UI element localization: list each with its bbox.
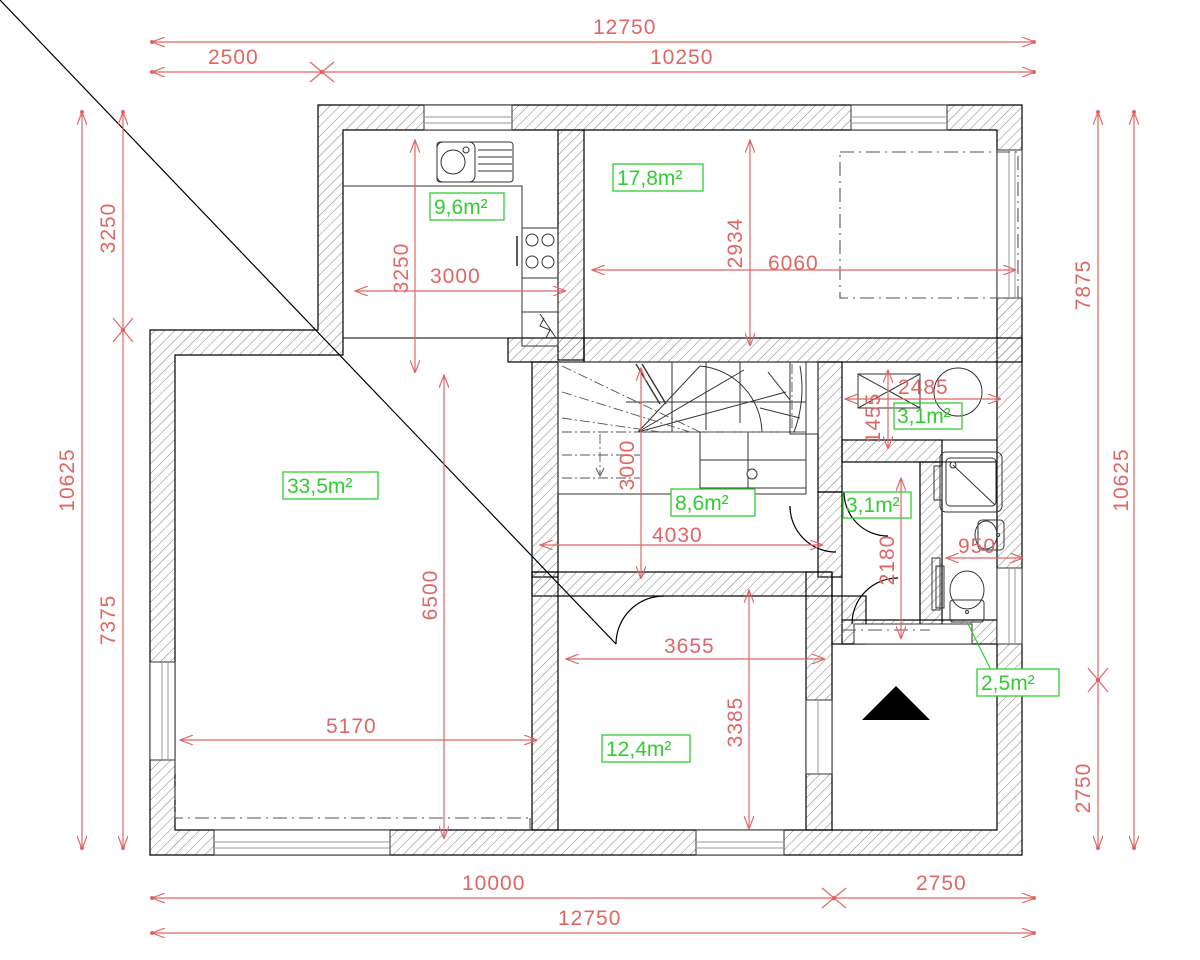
dim-living-height: 2934 [724,218,747,269]
dim-left-3250: 3250 [97,203,120,254]
dimension-lines [80,40,1136,935]
dim-left-7375: 7375 [97,595,120,646]
dim-kitchen-width: 3000 [430,265,481,288]
doors [0,0,899,645]
area-label-bedroom: 12,4m² [601,734,691,763]
area-label-kitchen: 9,6m² [429,192,505,221]
wc-outline [941,461,998,621]
wash-basin-icon [974,519,1005,551]
area-labels: 9,6m² 17,8m² 33,5m² 8,6m² 12,4m² 3,1m² 3… [282,163,1060,763]
radiator-icon [931,557,945,611]
svg-text:8,6m²: 8,6m² [675,492,729,515]
entrance-door-threshold [853,623,973,645]
dim-bottom-10000: 10000 [462,872,525,895]
dim-utility-width: 2485 [898,376,949,399]
shower-tray-icon [939,451,1003,513]
svg-text:33,5m²: 33,5m² [287,475,352,498]
dim-living-width: 6060 [768,252,819,275]
kitchen-stove-icon [516,227,559,279]
walls [149,104,1023,856]
dim-right-outer: 10625 [1110,448,1133,511]
dim-utility-height: 1455 [862,393,885,444]
window-living-top [850,104,948,131]
kitchen-sink-icon [436,141,514,183]
wall-bath-divider [919,461,943,643]
bedroom-outline [557,595,807,831]
windows [149,104,1023,856]
dimension-labels: 12750 2500 10250 10000 2750 12750 10625 … [56,16,1133,930]
dim-left-outer: 10625 [56,448,79,511]
dim-hall-width: 4030 [652,524,703,547]
room-outlines [342,129,998,831]
svg-text:3,1m²: 3,1m² [897,405,951,428]
dim-great-room-width: 5170 [326,715,377,738]
svg-text:12,4m²: 12,4m² [606,738,671,761]
dim-bottom-outer: 12750 [558,907,621,930]
wall-utility-bath [841,439,943,463]
toilet-icon [949,570,985,623]
dim-kitchen-height: 3250 [390,243,413,294]
wall-kitchen-living [557,129,585,361]
wall-living-bottom [583,337,1023,363]
wall-kitchen-bottom [507,337,585,363]
dim-bedroom-width: 3655 [664,635,715,658]
area-label-utility: 3,1m² [893,402,963,430]
door-utility [843,491,889,537]
wall-bedroom-top [531,571,833,597]
great-room-zone [174,760,530,819]
staircase-icon [557,361,819,495]
dim-top-outer: 12750 [593,16,656,39]
svg-text:17,8m²: 17,8m² [617,167,682,190]
dim-top-10250: 10250 [650,46,713,69]
window-bedroom-bottom [695,829,785,856]
window-great-room-bottom [213,829,391,856]
area-label-hall: 8,6m² [670,488,756,517]
door-bedroom [0,0,665,645]
dim-bedroom-height: 3385 [724,697,747,748]
dim-right-7875: 7875 [1072,260,1095,311]
dashed-zones [174,151,1019,830]
dim-great-room-height: 6500 [419,570,442,621]
window-bedroom-right [805,699,833,775]
kitchen-fixtures [343,141,559,347]
dim-hall-height: 3000 [616,440,639,491]
window-wc-right [996,567,1023,645]
svg-text:2,5m²: 2,5m² [981,672,1035,695]
boiler-icon [933,367,983,417]
door-hall-to-wc [789,505,837,553]
dim-bottom-2750: 2750 [916,872,967,895]
door-bathroom [851,577,899,625]
entrance-arrow-icon [862,686,930,720]
wall-bedroom-left [531,571,559,831]
svg-text:9,6m²: 9,6m² [434,196,488,219]
window-kitchen-top [423,104,513,131]
dim-bathroom-height: 2180 [876,535,899,586]
area-label-living-room: 17,8m² [612,163,704,192]
svg-text:3,1m²: 3,1m² [846,494,900,517]
window-living-right [996,149,1023,299]
dim-right-2750: 2750 [1072,763,1095,814]
dim-bathroom-width: 950 [958,535,996,558]
living-room-zone [839,151,1019,299]
pipe-duct-icon [933,465,943,501]
wall-hall-right-upper [817,361,843,493]
area-label-wc: 2,5m² [976,668,1060,697]
wall-hall-right-lower [817,491,843,578]
kitchen-outline [342,129,559,339]
living-room-outline [583,129,998,339]
bathroom-outline [841,461,921,621]
exterior-wall [149,104,1023,856]
dim-top-2500: 2500 [208,46,259,69]
window-great-room-left [149,661,176,761]
area-label-bathroom: 3,1m² [842,491,912,519]
area-label-great-room: 33,5m² [282,471,379,500]
